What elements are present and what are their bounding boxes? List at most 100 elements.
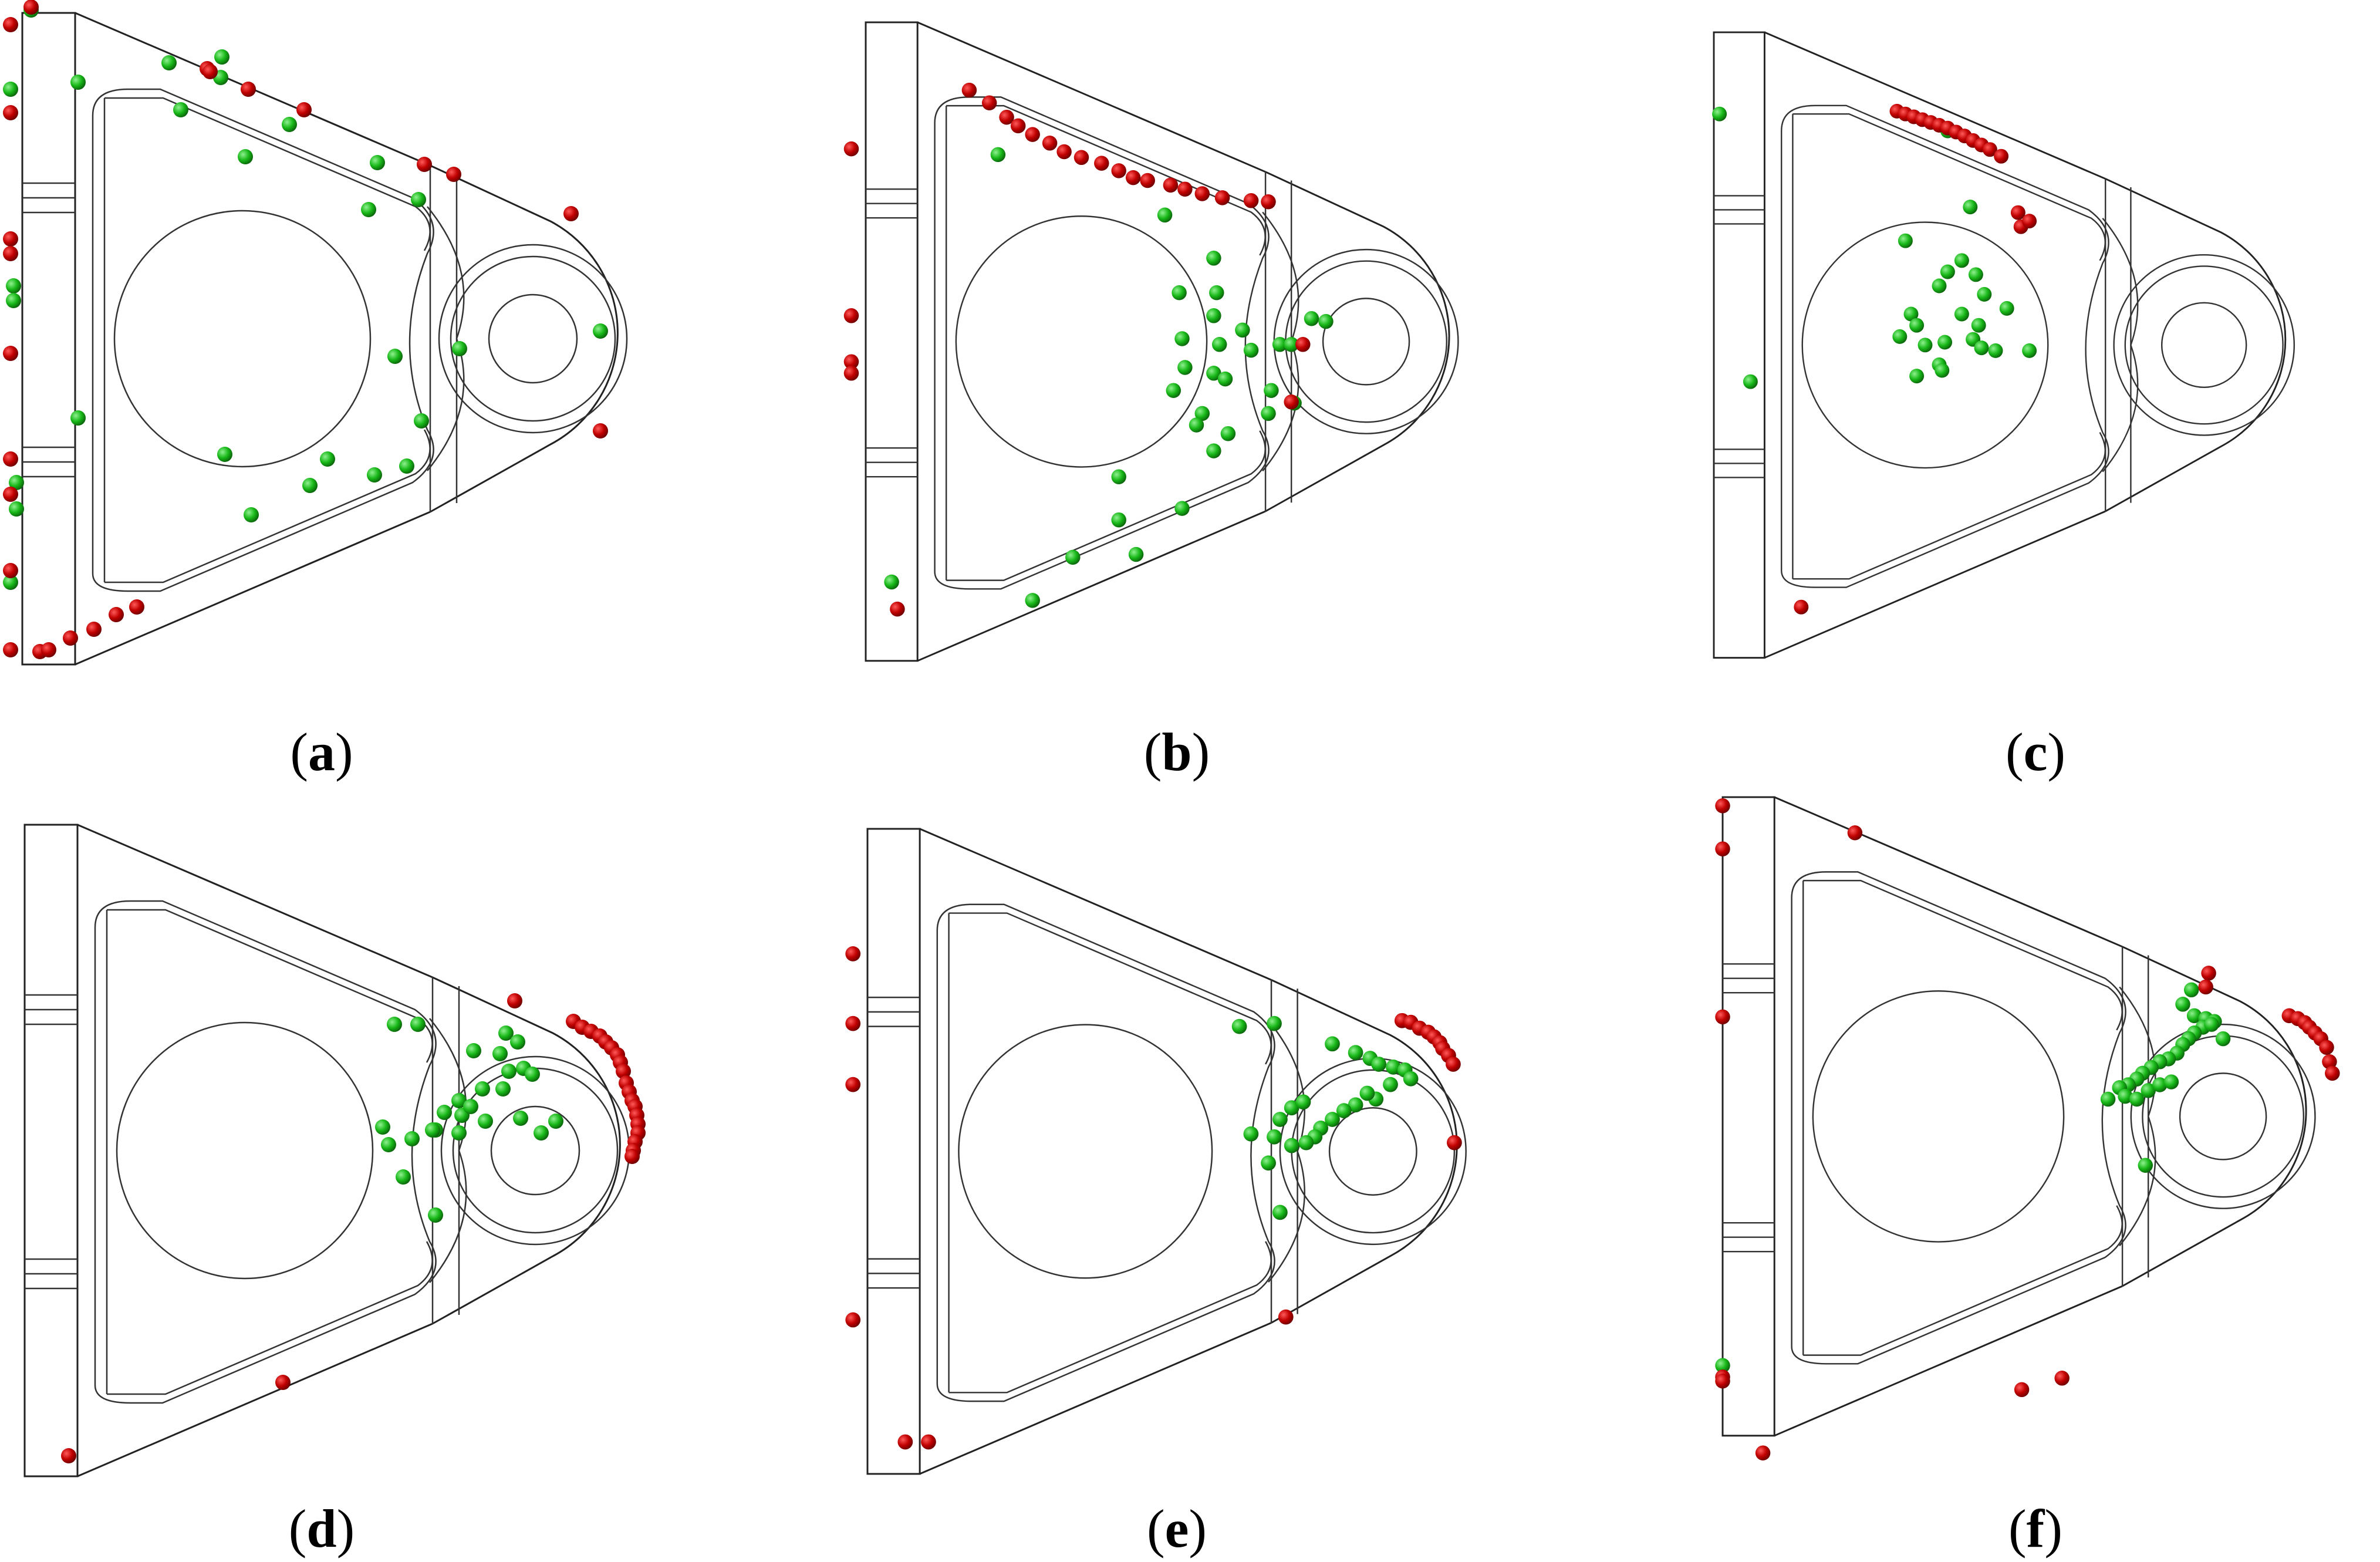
green-marker	[451, 1093, 467, 1108]
green-marker	[1209, 285, 1224, 301]
red-marker	[1111, 163, 1126, 178]
green-marker	[1909, 369, 1925, 384]
panel-a	[3, 0, 628, 666]
green-marker	[9, 501, 24, 517]
green-marker	[370, 155, 385, 170]
red-marker	[1042, 136, 1058, 151]
red-marker	[3, 105, 18, 120]
green-marker	[513, 1111, 528, 1126]
red-marker	[446, 167, 461, 182]
green-marker	[70, 75, 86, 90]
green-marker	[1892, 329, 1908, 344]
green-marker	[1712, 106, 1727, 122]
green-marker	[1217, 371, 1233, 387]
red-marker	[1243, 193, 1259, 208]
green-marker	[1932, 278, 1947, 293]
red-marker	[845, 1312, 861, 1328]
red-marker	[1163, 177, 1179, 193]
green-marker	[1917, 338, 1933, 353]
green-marker	[361, 202, 376, 217]
red-marker	[1278, 1309, 1294, 1325]
green-marker	[525, 1067, 540, 1082]
green-marker	[1267, 1016, 1282, 1031]
bracket-outline	[865, 21, 1459, 662]
green-marker	[1267, 1129, 1282, 1145]
bracket-outline	[1721, 796, 2316, 1437]
green-marker	[451, 1125, 467, 1141]
green-marker	[214, 49, 229, 65]
red-marker	[3, 231, 18, 247]
red-marker	[3, 346, 18, 361]
caption-f: (f)	[2008, 1499, 2062, 1558]
green-marker	[1166, 383, 1181, 398]
marker-group	[3, 0, 608, 659]
green-marker	[1304, 311, 1319, 326]
green-marker	[2215, 1031, 2231, 1047]
green-marker	[452, 341, 467, 356]
green-marker	[381, 1137, 396, 1152]
green-marker	[475, 1081, 490, 1097]
green-marker	[2100, 1091, 2116, 1107]
green-marker	[2138, 1158, 2153, 1173]
green-marker	[217, 447, 232, 462]
green-marker	[1220, 426, 1236, 441]
green-marker	[2118, 1088, 2133, 1104]
green-marker	[2141, 1083, 2156, 1098]
green-marker	[2129, 1091, 2145, 1107]
green-marker	[2186, 1008, 2202, 1024]
red-marker	[624, 1149, 640, 1164]
green-marker	[1348, 1045, 1363, 1061]
panel-f	[1715, 796, 2340, 1460]
red-marker	[1073, 150, 1089, 166]
green-marker	[425, 1122, 440, 1138]
red-marker	[845, 1077, 861, 1092]
red-marker	[1715, 798, 1730, 814]
green-marker	[1743, 374, 1758, 389]
red-marker	[1755, 1445, 1771, 1460]
caption-e: (e)	[1147, 1499, 1207, 1558]
bracket-outline	[866, 828, 1467, 1475]
green-marker	[1371, 1057, 1387, 1072]
red-marker	[616, 1064, 631, 1079]
red-marker	[3, 642, 18, 657]
green-marker	[6, 293, 21, 308]
red-marker	[845, 946, 861, 962]
panel-d	[23, 824, 646, 1477]
green-marker	[478, 1114, 493, 1129]
red-marker	[3, 17, 18, 32]
green-marker	[1383, 1077, 1398, 1092]
green-marker	[1211, 337, 1227, 352]
green-marker	[1336, 1103, 1352, 1119]
green-marker	[2163, 1074, 2179, 1089]
marker-group	[843, 82, 1334, 617]
green-marker	[498, 1025, 514, 1041]
marker-group	[61, 993, 646, 1463]
caption-c: (c)	[2006, 722, 2065, 782]
green-marker	[387, 349, 403, 364]
red-marker	[1194, 186, 1210, 201]
red-marker	[1284, 394, 1299, 410]
green-marker	[884, 574, 899, 590]
green-marker	[1940, 264, 1955, 279]
red-marker	[843, 366, 859, 381]
green-marker	[1898, 233, 1913, 248]
red-marker	[3, 563, 18, 578]
green-marker	[399, 458, 414, 474]
red-marker	[202, 64, 218, 79]
green-marker	[302, 478, 318, 493]
red-marker	[593, 423, 608, 438]
green-marker	[1974, 340, 1989, 356]
green-marker	[1264, 383, 1279, 398]
green-marker	[238, 149, 253, 164]
red-marker	[3, 246, 18, 261]
green-marker	[495, 1081, 511, 1097]
caption-b: (b)	[1144, 722, 1210, 782]
red-marker	[109, 607, 124, 622]
green-marker	[2175, 997, 2190, 1012]
red-marker	[1125, 170, 1141, 185]
green-marker	[1403, 1071, 1419, 1087]
red-marker	[1261, 194, 1276, 210]
green-marker	[1206, 366, 1221, 381]
green-marker	[990, 147, 1006, 163]
green-marker	[1348, 1097, 1363, 1113]
